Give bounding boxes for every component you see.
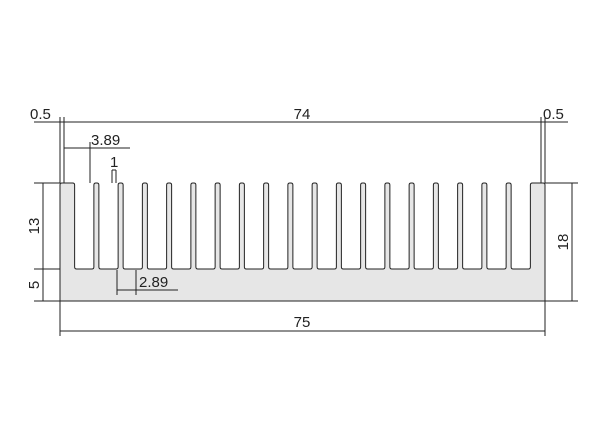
bottom-dimension-lines <box>59 301 546 336</box>
dim-base-thickness-label: 5 <box>26 281 43 289</box>
pitch-dimension-lines <box>64 142 130 183</box>
fin-thickness-marker <box>111 169 117 183</box>
dim-fin-gap-label: 2.89 <box>139 274 168 291</box>
dim-fin-pitch-label: 3.89 <box>91 132 120 149</box>
left-dimension-lines <box>34 182 60 302</box>
top-dimension-lines <box>34 117 568 183</box>
gap-dimension-lines <box>116 270 178 295</box>
dim-total-width-label: 75 <box>294 314 311 331</box>
dim-fin-height-label: 13 <box>26 218 43 235</box>
dim-total-height-label: 18 <box>555 234 572 251</box>
dim-edge-left-label: 0.5 <box>30 106 51 123</box>
dim-fin-span-label: 74 <box>294 106 311 123</box>
dim-fin-thickness-label: 1 <box>110 154 118 171</box>
right-dimension-lines <box>545 182 578 302</box>
heatsink-profile <box>59 182 546 302</box>
dim-edge-right-label: 0.5 <box>543 106 564 123</box>
